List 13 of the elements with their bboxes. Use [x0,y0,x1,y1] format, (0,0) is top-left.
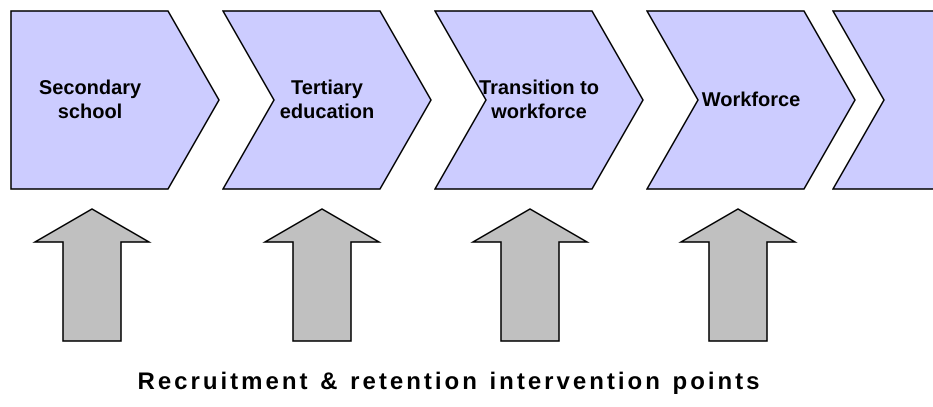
chevron-step [832,10,933,190]
step-label: Workforce [702,88,800,112]
pentagon-step [10,10,220,190]
block-arrow [32,208,152,342]
chevron-step [434,10,644,190]
step-label: Tertiary education [278,76,376,124]
step-label: Secondary school [38,76,142,124]
chevron-step [222,10,432,190]
caption: Recruitment & retention intervention points [136,368,764,396]
block-arrow [678,208,798,342]
block-arrow [262,208,382,342]
step-label: Transition to workforce [479,76,599,124]
block-arrow [470,208,590,342]
